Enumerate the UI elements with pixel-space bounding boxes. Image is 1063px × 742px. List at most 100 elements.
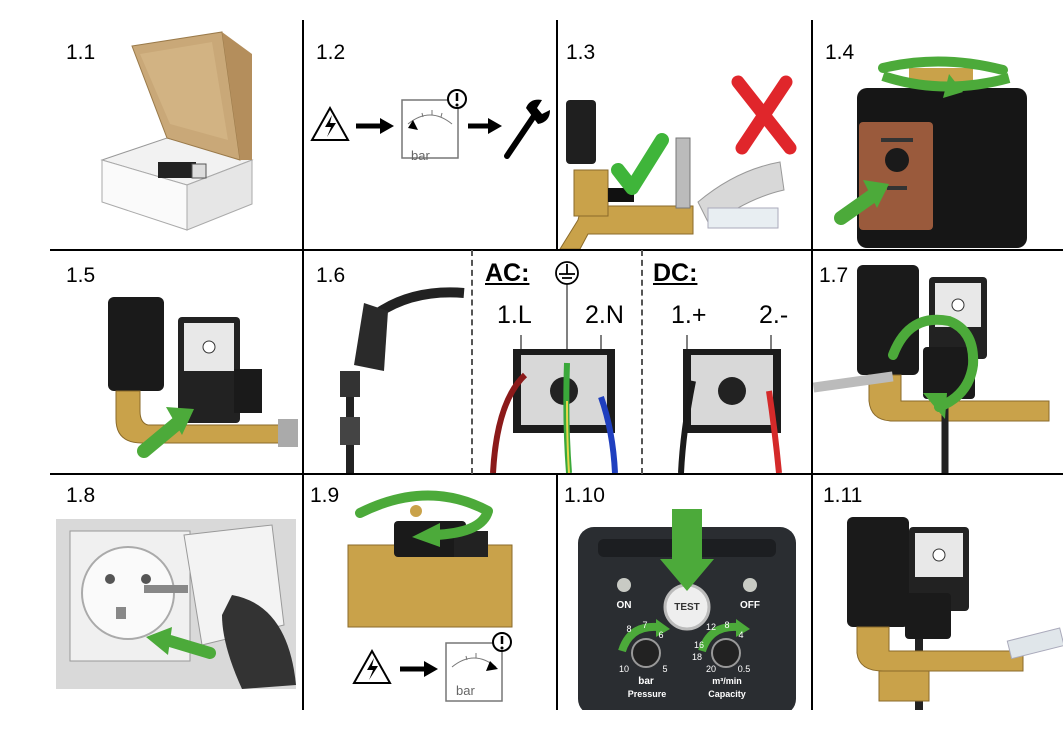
grid-col-divider-r1-1 (302, 20, 304, 250)
arrow-right-icon (468, 118, 502, 134)
capacity-tick: 16 (693, 640, 704, 650)
pressure-dial (631, 638, 661, 668)
step-number: 1.3 (566, 41, 596, 64)
step-1-7-cell: 1.7 (813, 251, 1063, 473)
hand (222, 595, 296, 689)
dc-wiring-panel: DC: 1.+ 2.- (643, 251, 811, 473)
exclamation-icon (492, 632, 512, 652)
dc-terminal-block (678, 335, 782, 473)
arrow-right-icon (356, 118, 394, 134)
mounting-correct-incorrect (559, 75, 797, 249)
exclamation-icon (447, 89, 467, 109)
step-1-10-cell: 1.10 ON TEST OFF 8 7 6 10 5 12 8 4 (558, 475, 811, 710)
rotate-arrow-icon (888, 314, 979, 412)
assembled-drain-illustration (847, 517, 1063, 710)
capacity-label: Capacity (708, 689, 746, 699)
valve-coil (857, 265, 919, 375)
checkmark-icon (611, 133, 669, 195)
wire-black (678, 380, 696, 473)
valve-coil (108, 297, 164, 391)
bar-unit-label: bar (638, 676, 654, 687)
dc-wire-2-label: 2.- (759, 301, 789, 329)
green-arrow-icon (146, 627, 216, 659)
high-voltage-warning-icon (310, 105, 350, 141)
capacity-tick: 18 (691, 652, 702, 662)
ac-wire-2-label: 2.N (585, 301, 624, 329)
grid-col-divider-r2-1 (302, 250, 304, 474)
step-number: 1.7 (819, 264, 849, 287)
pressure-tick: 10 (618, 664, 629, 674)
arrow-right-icon (400, 661, 438, 677)
tighten-connector-illustration (813, 265, 1050, 473)
step-number: 1.1 (66, 41, 96, 64)
grid-col-divider-r1-2 (556, 20, 558, 250)
step-number: 1.8 (66, 484, 96, 507)
valve-coil (847, 517, 909, 627)
grid-col-divider-r3-1 (302, 474, 304, 710)
step-number: 1.2 (316, 41, 346, 64)
ground-icon (555, 261, 579, 285)
plug-into-socket-illustration (56, 519, 296, 689)
step-1-11-cell: 1.11 (813, 475, 1063, 710)
off-led (743, 578, 757, 592)
ac-header: AC: (485, 259, 530, 287)
grid-row-divider-1 (50, 249, 1063, 251)
capacity-tick: 0.5 (737, 664, 751, 674)
step-1-3-cell: 1.3 (558, 20, 811, 249)
step-1-8-cell: 1.8 (52, 475, 302, 710)
step-1-9-cell: 1.9 (304, 475, 556, 710)
wiring-left-dashed-divider (471, 250, 473, 474)
step-number: 1.6 (316, 264, 346, 287)
dc-header: DC: (653, 259, 698, 287)
green-arrow-icon (137, 407, 194, 458)
step-number: 1.9 (310, 484, 340, 507)
dc-wire-1-label: 1.+ (671, 301, 707, 329)
valve-coil (566, 100, 596, 164)
wiring-middle-dashed-divider (641, 250, 643, 474)
ac-wire-1-label: 1.L (497, 301, 532, 329)
step-1-2-cell: 1.2 (304, 20, 556, 249)
off-label: OFF (740, 600, 760, 611)
pressure-gauge-icon (445, 642, 503, 702)
grid-col-divider-r1-3 (811, 20, 813, 250)
pressure-tick: 5 (662, 664, 668, 674)
rotate-arrow-icon (355, 490, 493, 518)
gauge-unit: bar (456, 683, 475, 698)
step-number: 1.10 (564, 484, 605, 507)
capacity-dial (711, 638, 741, 668)
grid-col-divider-r3-3 (811, 474, 813, 710)
depressurize-sequence (310, 89, 550, 159)
step-number: 1.4 (825, 41, 855, 64)
pressure-gauge-icon (401, 99, 459, 159)
wrench-icon (504, 99, 550, 159)
step-1-6-cell: 1.6 (304, 251, 471, 473)
capacity-unit-label: m³/min (712, 676, 742, 686)
step-1-1-cell: 1.1 (52, 20, 302, 249)
gauge-unit: bar (411, 148, 430, 163)
brass-valve-body (347, 544, 513, 628)
green-arrow-icon (660, 509, 714, 591)
connector-plug (354, 303, 388, 371)
high-voltage-warning-icon (352, 648, 392, 684)
wire-blue (598, 396, 618, 473)
pressure-label: Pressure (627, 689, 667, 699)
step-number: 1.5 (66, 264, 96, 287)
cross-icon (731, 75, 797, 155)
grid-col-divider-r2-3 (811, 250, 813, 474)
test-label: TEST (674, 602, 700, 613)
on-label: ON (616, 600, 632, 611)
wire-red (766, 390, 782, 473)
rotate-arrow-icon (878, 56, 1008, 75)
rotate-arrow-icon (698, 622, 739, 653)
on-led (617, 578, 631, 592)
ac-wiring-panel: AC: 1.L 2.N (473, 251, 641, 473)
ac-terminal-block (490, 261, 618, 473)
wire-brown (490, 372, 528, 473)
rotate-arrow-icon (618, 622, 659, 653)
capacity-tick: 4 (738, 630, 744, 640)
step-1-4-cell: 1.4 (813, 20, 1063, 249)
grid-col-divider-r3-2 (556, 474, 558, 710)
capacity-tick: 12 (705, 622, 716, 632)
step-number: 1.11 (823, 484, 863, 507)
